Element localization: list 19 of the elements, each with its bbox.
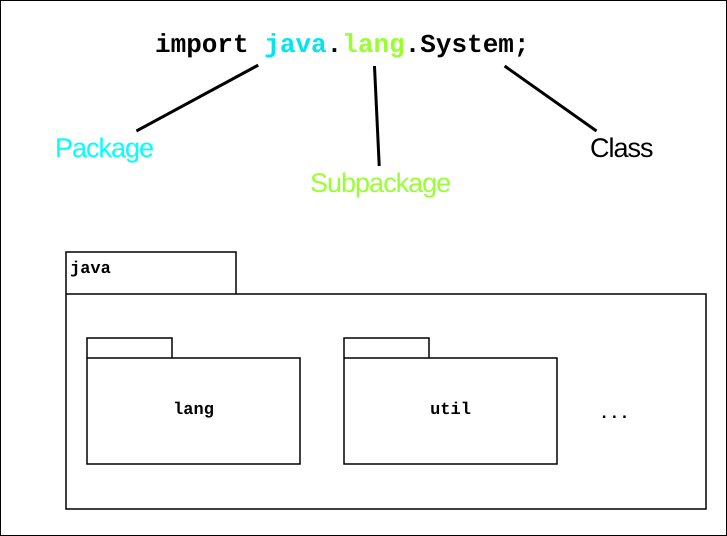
package-name: lang — [172, 401, 215, 420]
leader-line — [372, 66, 381, 166]
leader-line — [136, 64, 259, 132]
code-token: . — [326, 30, 342, 60]
code-token: lang — [342, 30, 405, 60]
code-token: import — [155, 30, 249, 60]
package-symbol — [343, 337, 558, 465]
package-name: util — [429, 401, 472, 420]
callout-label: Package — [55, 133, 154, 164]
code-token: . — [404, 30, 420, 60]
code-token: System; — [420, 30, 530, 60]
package-symbol — [65, 251, 707, 510]
package-symbol — [86, 337, 301, 465]
ellipsis-text: ... — [599, 405, 630, 424]
callout-label: Subpackage — [310, 168, 450, 199]
code-token: java — [264, 30, 327, 60]
package-name: java — [70, 260, 111, 279]
leader-line — [504, 64, 598, 132]
callout-label: Class — [590, 133, 653, 164]
